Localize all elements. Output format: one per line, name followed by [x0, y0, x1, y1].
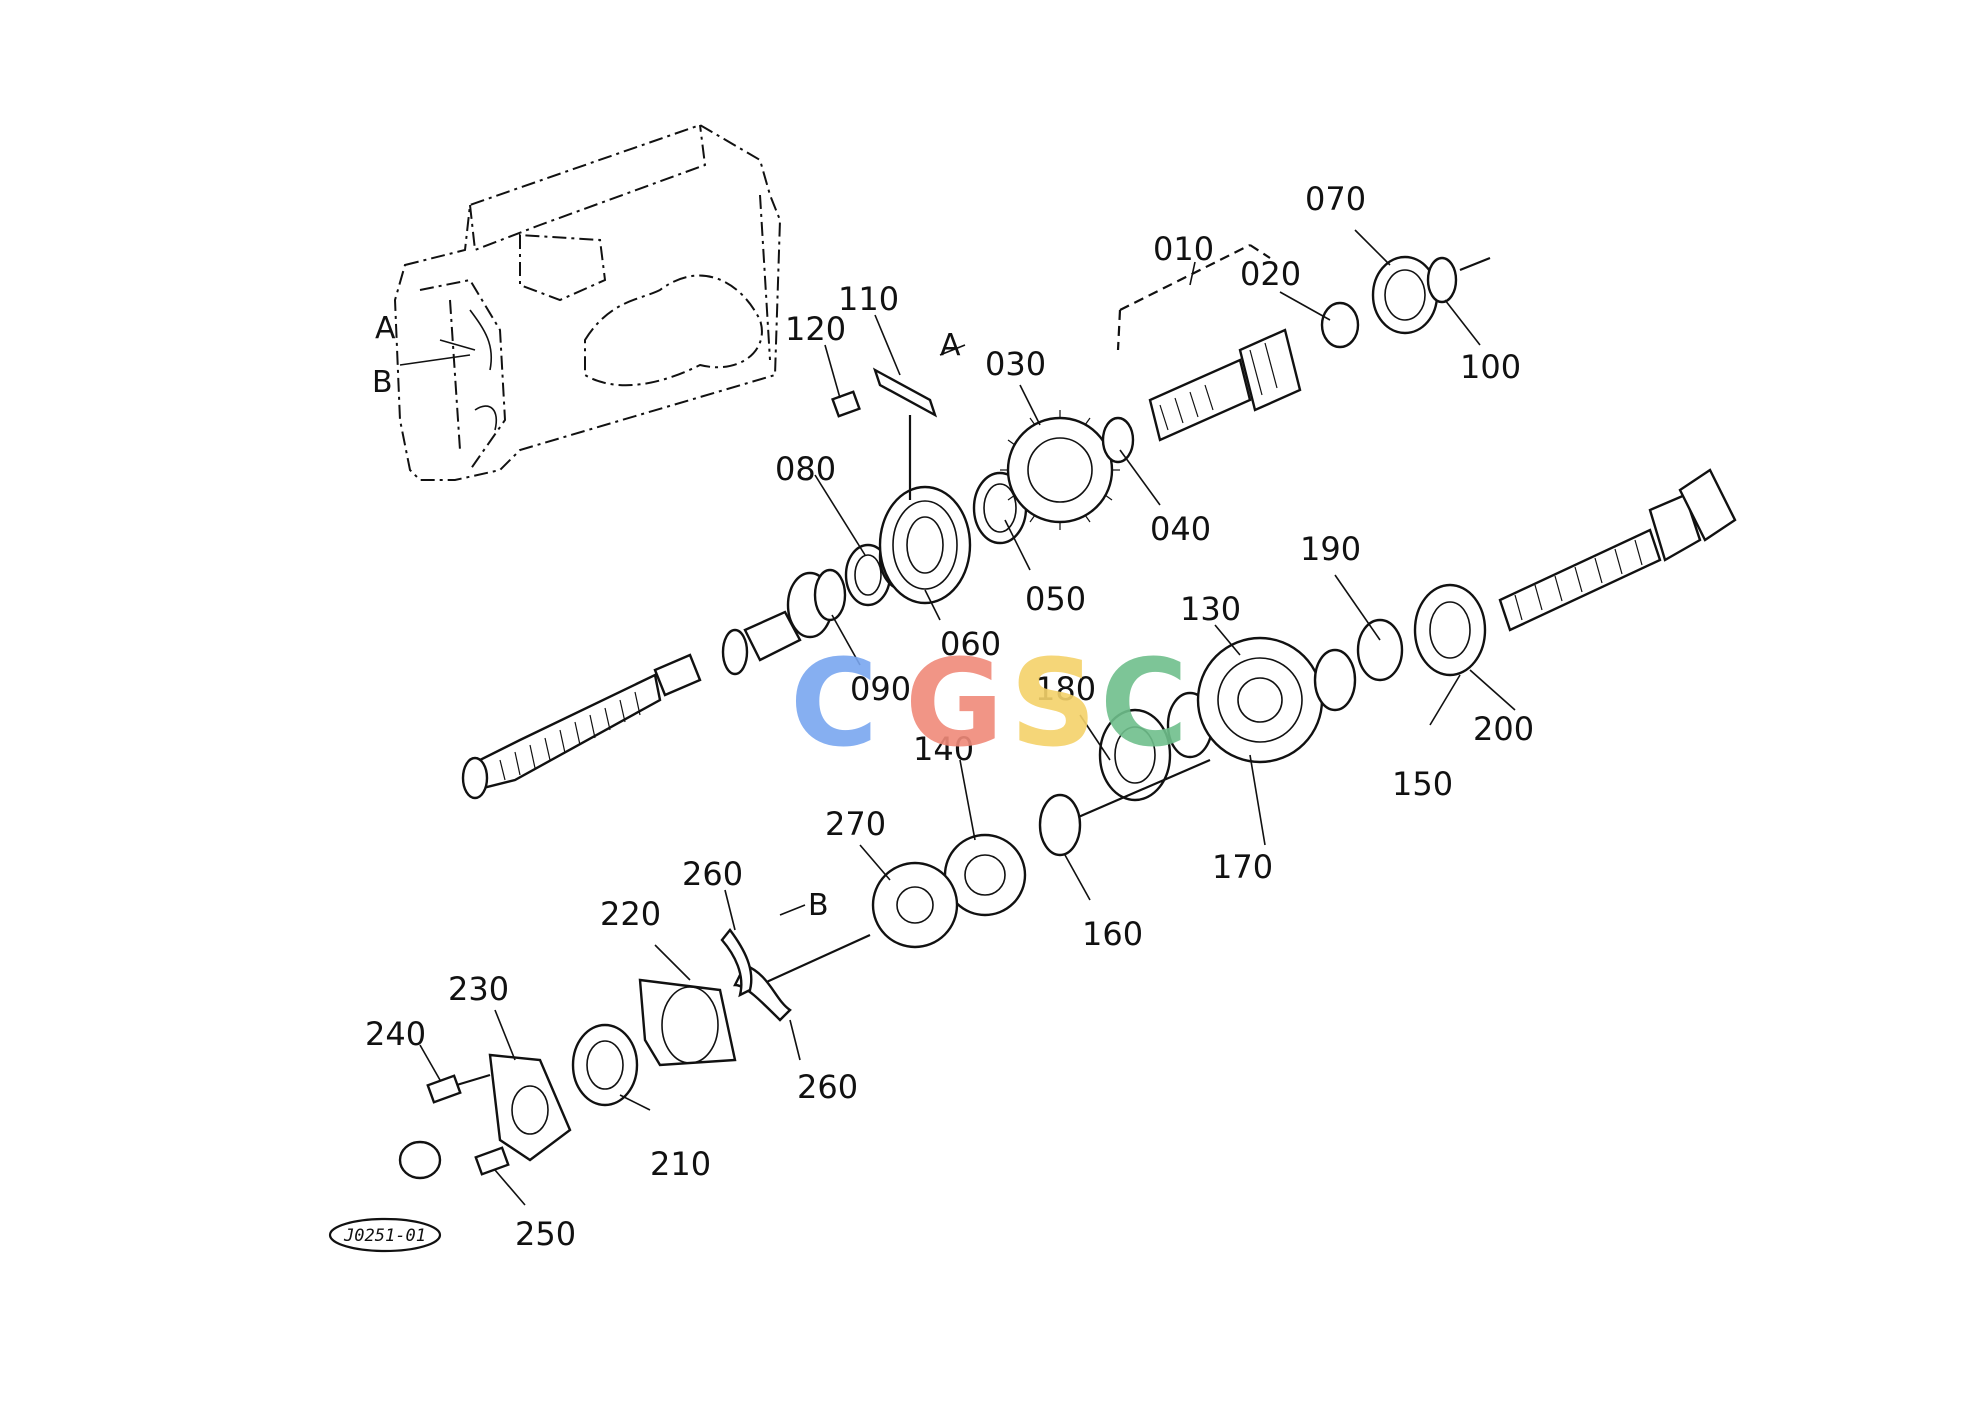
leader-lines	[399, 229, 1516, 1206]
callout-110: 110	[838, 280, 899, 318]
callout-060: 060	[940, 625, 1001, 663]
callout-180: 180	[1035, 670, 1096, 708]
transmission-housing	[393, 123, 782, 481]
callout-230: 230	[448, 970, 509, 1008]
figure-code-badge: J0251-01	[328, 1217, 442, 1253]
callout-080: 080	[775, 450, 836, 488]
reference-a-housing: A	[375, 311, 396, 346]
callout-150: 150	[1392, 765, 1453, 803]
callout-260-top: 260	[682, 855, 743, 893]
callout-010: 010	[1153, 230, 1214, 268]
callout-200: 200	[1473, 710, 1534, 748]
callout-050: 050	[1025, 580, 1086, 618]
watermark-letter-c2: C	[1100, 635, 1188, 774]
callout-090: 090	[850, 670, 911, 708]
callout-240: 240	[365, 1015, 426, 1053]
callout-020: 020	[1240, 255, 1301, 293]
callout-040: 040	[1150, 510, 1211, 548]
cgsc-watermark: C G S C	[790, 635, 1188, 774]
callout-130: 130	[1180, 590, 1241, 628]
callout-labels: 010 020 030 040 050 060 070 080 090 100 …	[365, 180, 1534, 1253]
callout-210: 210	[650, 1145, 711, 1183]
reference-letters: A B A B	[372, 311, 961, 923]
counter-shaft	[1098, 468, 1737, 802]
callout-270: 270	[825, 805, 886, 843]
callout-220: 220	[600, 895, 661, 933]
figure-code: J0251-01	[343, 1226, 426, 1246]
watermark-letter-s: S	[1010, 635, 1096, 774]
main-shaft	[461, 255, 1491, 800]
reference-a-part: A	[940, 328, 961, 363]
reference-b-part: B	[808, 888, 829, 923]
callout-260-bottom: 260	[797, 1068, 858, 1106]
watermark-letter-g: G	[905, 635, 1004, 774]
callout-120: 120	[785, 310, 846, 348]
callout-100: 100	[1460, 348, 1521, 386]
callout-160: 160	[1082, 915, 1143, 953]
callout-250: 250	[515, 1215, 576, 1253]
callout-170: 170	[1212, 848, 1273, 886]
lower-gear-train	[398, 758, 1211, 1180]
reference-b-housing: B	[372, 365, 393, 400]
callout-190: 190	[1300, 530, 1361, 568]
watermark-letter-c1: C	[790, 635, 878, 774]
callout-140: 140	[913, 730, 974, 768]
callout-070: 070	[1305, 180, 1366, 218]
callout-030: 030	[985, 345, 1046, 383]
